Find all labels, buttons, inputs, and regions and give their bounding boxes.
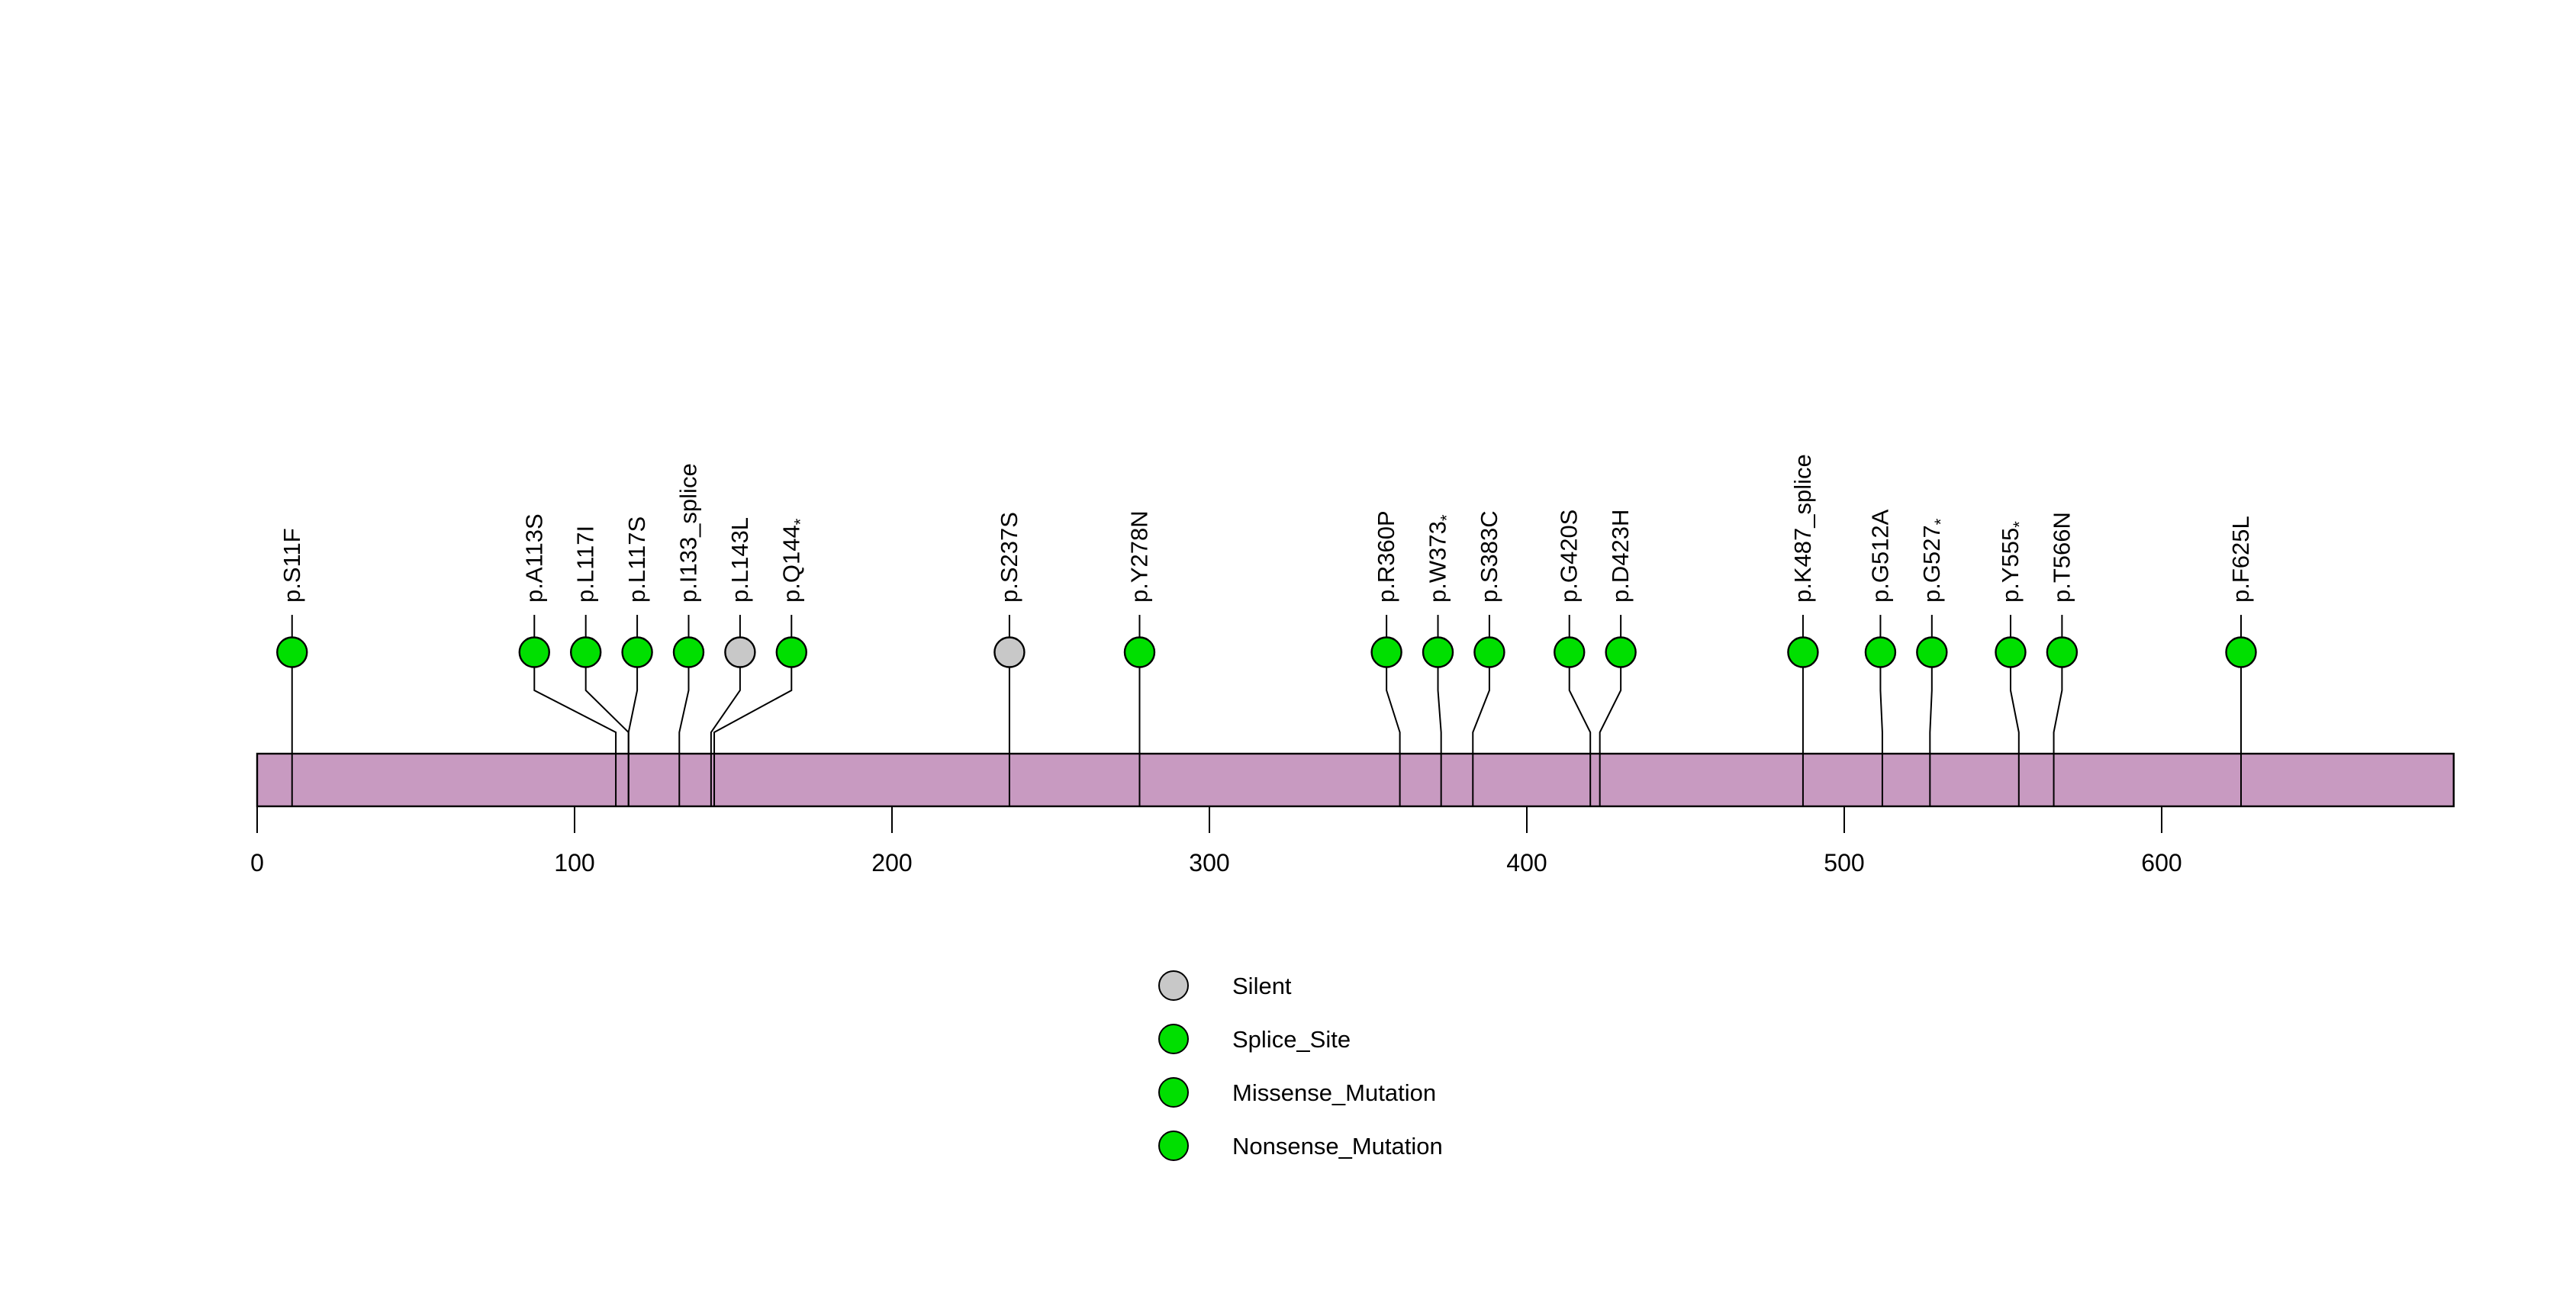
- mutation-label: p.L117S: [623, 516, 650, 603]
- mutation-marker: [775, 636, 807, 668]
- mutation-marker: [1123, 636, 1156, 668]
- mutation-label: p.Y278N: [1125, 510, 1152, 603]
- legend-marker: [1158, 1024, 1189, 1054]
- mutation-label: p.D423H: [1607, 510, 1634, 603]
- mutation-label: p.L143L: [726, 517, 753, 603]
- axis-tick-label: 200: [871, 849, 912, 876]
- mutation-label: p.Q144*: [778, 518, 810, 603]
- mutation-label: p.G527*: [1918, 518, 1950, 603]
- mutation-marker: [1422, 636, 1454, 668]
- mutation-marker: [621, 636, 653, 668]
- mutation-label: p.T566N: [2048, 512, 2075, 603]
- mutation-label: p.S237S: [996, 512, 1022, 603]
- mutation-marker: [1916, 636, 1948, 668]
- mutation-marker: [1787, 636, 1819, 668]
- mutation-marker: [2225, 636, 2257, 668]
- mutation-marker: [1370, 636, 1402, 668]
- mutation-label: p.R360P: [1373, 510, 1399, 603]
- legend-label: Nonsense_Mutation: [1232, 1133, 1443, 1160]
- legend: SilentSplice_SiteMissense_MutationNonsen…: [1158, 970, 1443, 1161]
- axis-tick-label: 300: [1189, 849, 1229, 876]
- mutation-label: p.G512A: [1866, 509, 1893, 603]
- mutation-marker: [1605, 636, 1637, 668]
- mutation-label: p.S11F: [279, 528, 305, 603]
- legend-label: Missense_Mutation: [1232, 1079, 1436, 1106]
- mutation-marker: [724, 636, 756, 668]
- mutation-label: p.F625L: [2227, 516, 2254, 603]
- mutation-marker: [1473, 636, 1505, 668]
- mutation-label: p.S383C: [1476, 510, 1502, 603]
- axis-tick-label: 500: [1824, 849, 1864, 876]
- axis-tick-label: 400: [1506, 849, 1547, 876]
- axis-tick-label: 600: [2141, 849, 2182, 876]
- mutation-marker: [2046, 636, 2079, 668]
- mutation-marker: [276, 636, 308, 668]
- legend-label: Silent: [1232, 973, 1292, 999]
- mutation-marker: [518, 636, 550, 668]
- mutation-label: p.A113S: [520, 513, 547, 603]
- mutation-marker: [993, 636, 1026, 668]
- mutation-markers: p.S11F p.A113S p.L117I p.L117S p.I133_splice…: [276, 454, 2257, 668]
- mutation-marker: [672, 636, 705, 668]
- legend-marker: [1158, 970, 1189, 1001]
- mutation-label: p.I133_splice: [675, 463, 701, 603]
- legend-marker: [1158, 1131, 1189, 1161]
- axis-tick-label: 0: [250, 849, 264, 876]
- mutation-label: p.G420S: [1556, 510, 1583, 603]
- mutation-marker: [1864, 636, 1897, 668]
- mutation-label: p.L117I: [572, 526, 599, 603]
- mutation-marker: [1995, 636, 2027, 668]
- mutation-label: p.K487_splice: [1789, 454, 1816, 603]
- mutation-marker: [569, 636, 602, 668]
- mutation-marker: [1554, 636, 1586, 668]
- axis-tick-label: 100: [554, 849, 594, 876]
- mutation-label: p.Y555*: [1997, 521, 2029, 603]
- x-axis: 0 100 200 300 400 500 600: [250, 806, 2182, 876]
- legend-label: Splice_Site: [1232, 1026, 1351, 1053]
- legend-marker: [1158, 1077, 1189, 1108]
- protein-backbone-bar: [256, 752, 2455, 808]
- mutation-label: p.W373*: [1425, 514, 1457, 603]
